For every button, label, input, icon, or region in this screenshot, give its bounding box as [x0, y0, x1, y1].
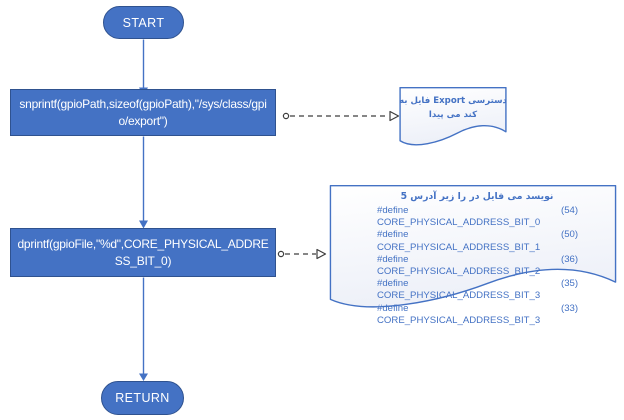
process-dprintf-label: dprintf(gpioFile,"%d",CORE_PHYSICAL_ADDR…: [17, 236, 269, 268]
note-defines[interactable]: 5 آدرس‎ زیر‎ را‎ در‎ فایل‎ می‎ نویسد #de…: [329, 185, 617, 326]
defines-list: #define CORE_PHYSICAL_ADDRESS_BIT_0 (54)…: [377, 205, 587, 327]
return-label: RETURN: [115, 391, 170, 405]
define-name: #define CORE_PHYSICAL_ADDRESS_BIT_1: [377, 229, 541, 253]
define-row: #define CORE_PHYSICAL_ADDRESS_BIT_3 (33): [377, 303, 587, 327]
process-snprintf-label: snprintf(gpioPath,sizeof(gpioPath),"/sys…: [19, 96, 267, 128]
return-node[interactable]: RETURN: [101, 381, 184, 415]
define-value: (36): [561, 253, 579, 265]
arrow-snprintf-to-dprintf[interactable]: [139, 136, 148, 229]
define-name: #define CORE_PHYSICAL_ADDRESS_BIT_3: [377, 302, 541, 326]
process-dprintf[interactable]: dprintf(gpioFile,"%d",CORE_PHYSICAL_ADDR…: [10, 228, 276, 277]
define-row: #define CORE_PHYSICAL_ADDRESS_BIT_2 (36): [377, 254, 587, 278]
arrow-dprintf-to-return[interactable]: [139, 277, 148, 382]
document-shape-icon: [329, 185, 617, 318]
document-shape-icon: [399, 87, 507, 151]
arrow-start-to-snprintf[interactable]: [139, 39, 148, 96]
note-defines-title: 5 آدرس‎ زیر‎ را‎ در‎ فایل‎ می‎ نویسد: [400, 191, 554, 202]
start-node[interactable]: START: [103, 6, 184, 39]
define-value: (54): [561, 205, 579, 216]
define-name: #define CORE_PHYSICAL_ADDRESS_BIT_3: [377, 278, 541, 302]
define-row: #define CORE_PHYSICAL_ADDRESS_BIT_1 (50): [377, 229, 587, 253]
define-value: (35): [561, 278, 579, 290]
define-name: #define CORE_PHYSICAL_ADDRESS_BIT_0: [377, 205, 541, 229]
note-export-line2: پیدا‎ می‎ کند: [428, 109, 478, 120]
note-export-line1: به‎ فایل‎ Export دسترسی: [399, 96, 507, 106]
process-snprintf[interactable]: snprintf(gpioPath,sizeof(gpioPath),"/sys…: [10, 89, 276, 136]
start-label: START: [122, 15, 165, 30]
define-name: #define CORE_PHYSICAL_ADDRESS_BIT_2: [377, 253, 541, 278]
dashed-connector-dprintf-to-note[interactable]: [277, 248, 327, 260]
define-row: #define CORE_PHYSICAL_ADDRESS_BIT_3 (35): [377, 278, 587, 302]
dashed-connector-snprintf-to-note[interactable]: [282, 110, 400, 122]
define-value: (33): [561, 302, 579, 314]
note-export-file[interactable]: به‎ فایل‎ Export دسترسی پیدا‎ می‎ کند: [399, 87, 507, 151]
define-value: (50): [561, 229, 579, 241]
define-row: #define CORE_PHYSICAL_ADDRESS_BIT_0 (54): [377, 205, 587, 229]
